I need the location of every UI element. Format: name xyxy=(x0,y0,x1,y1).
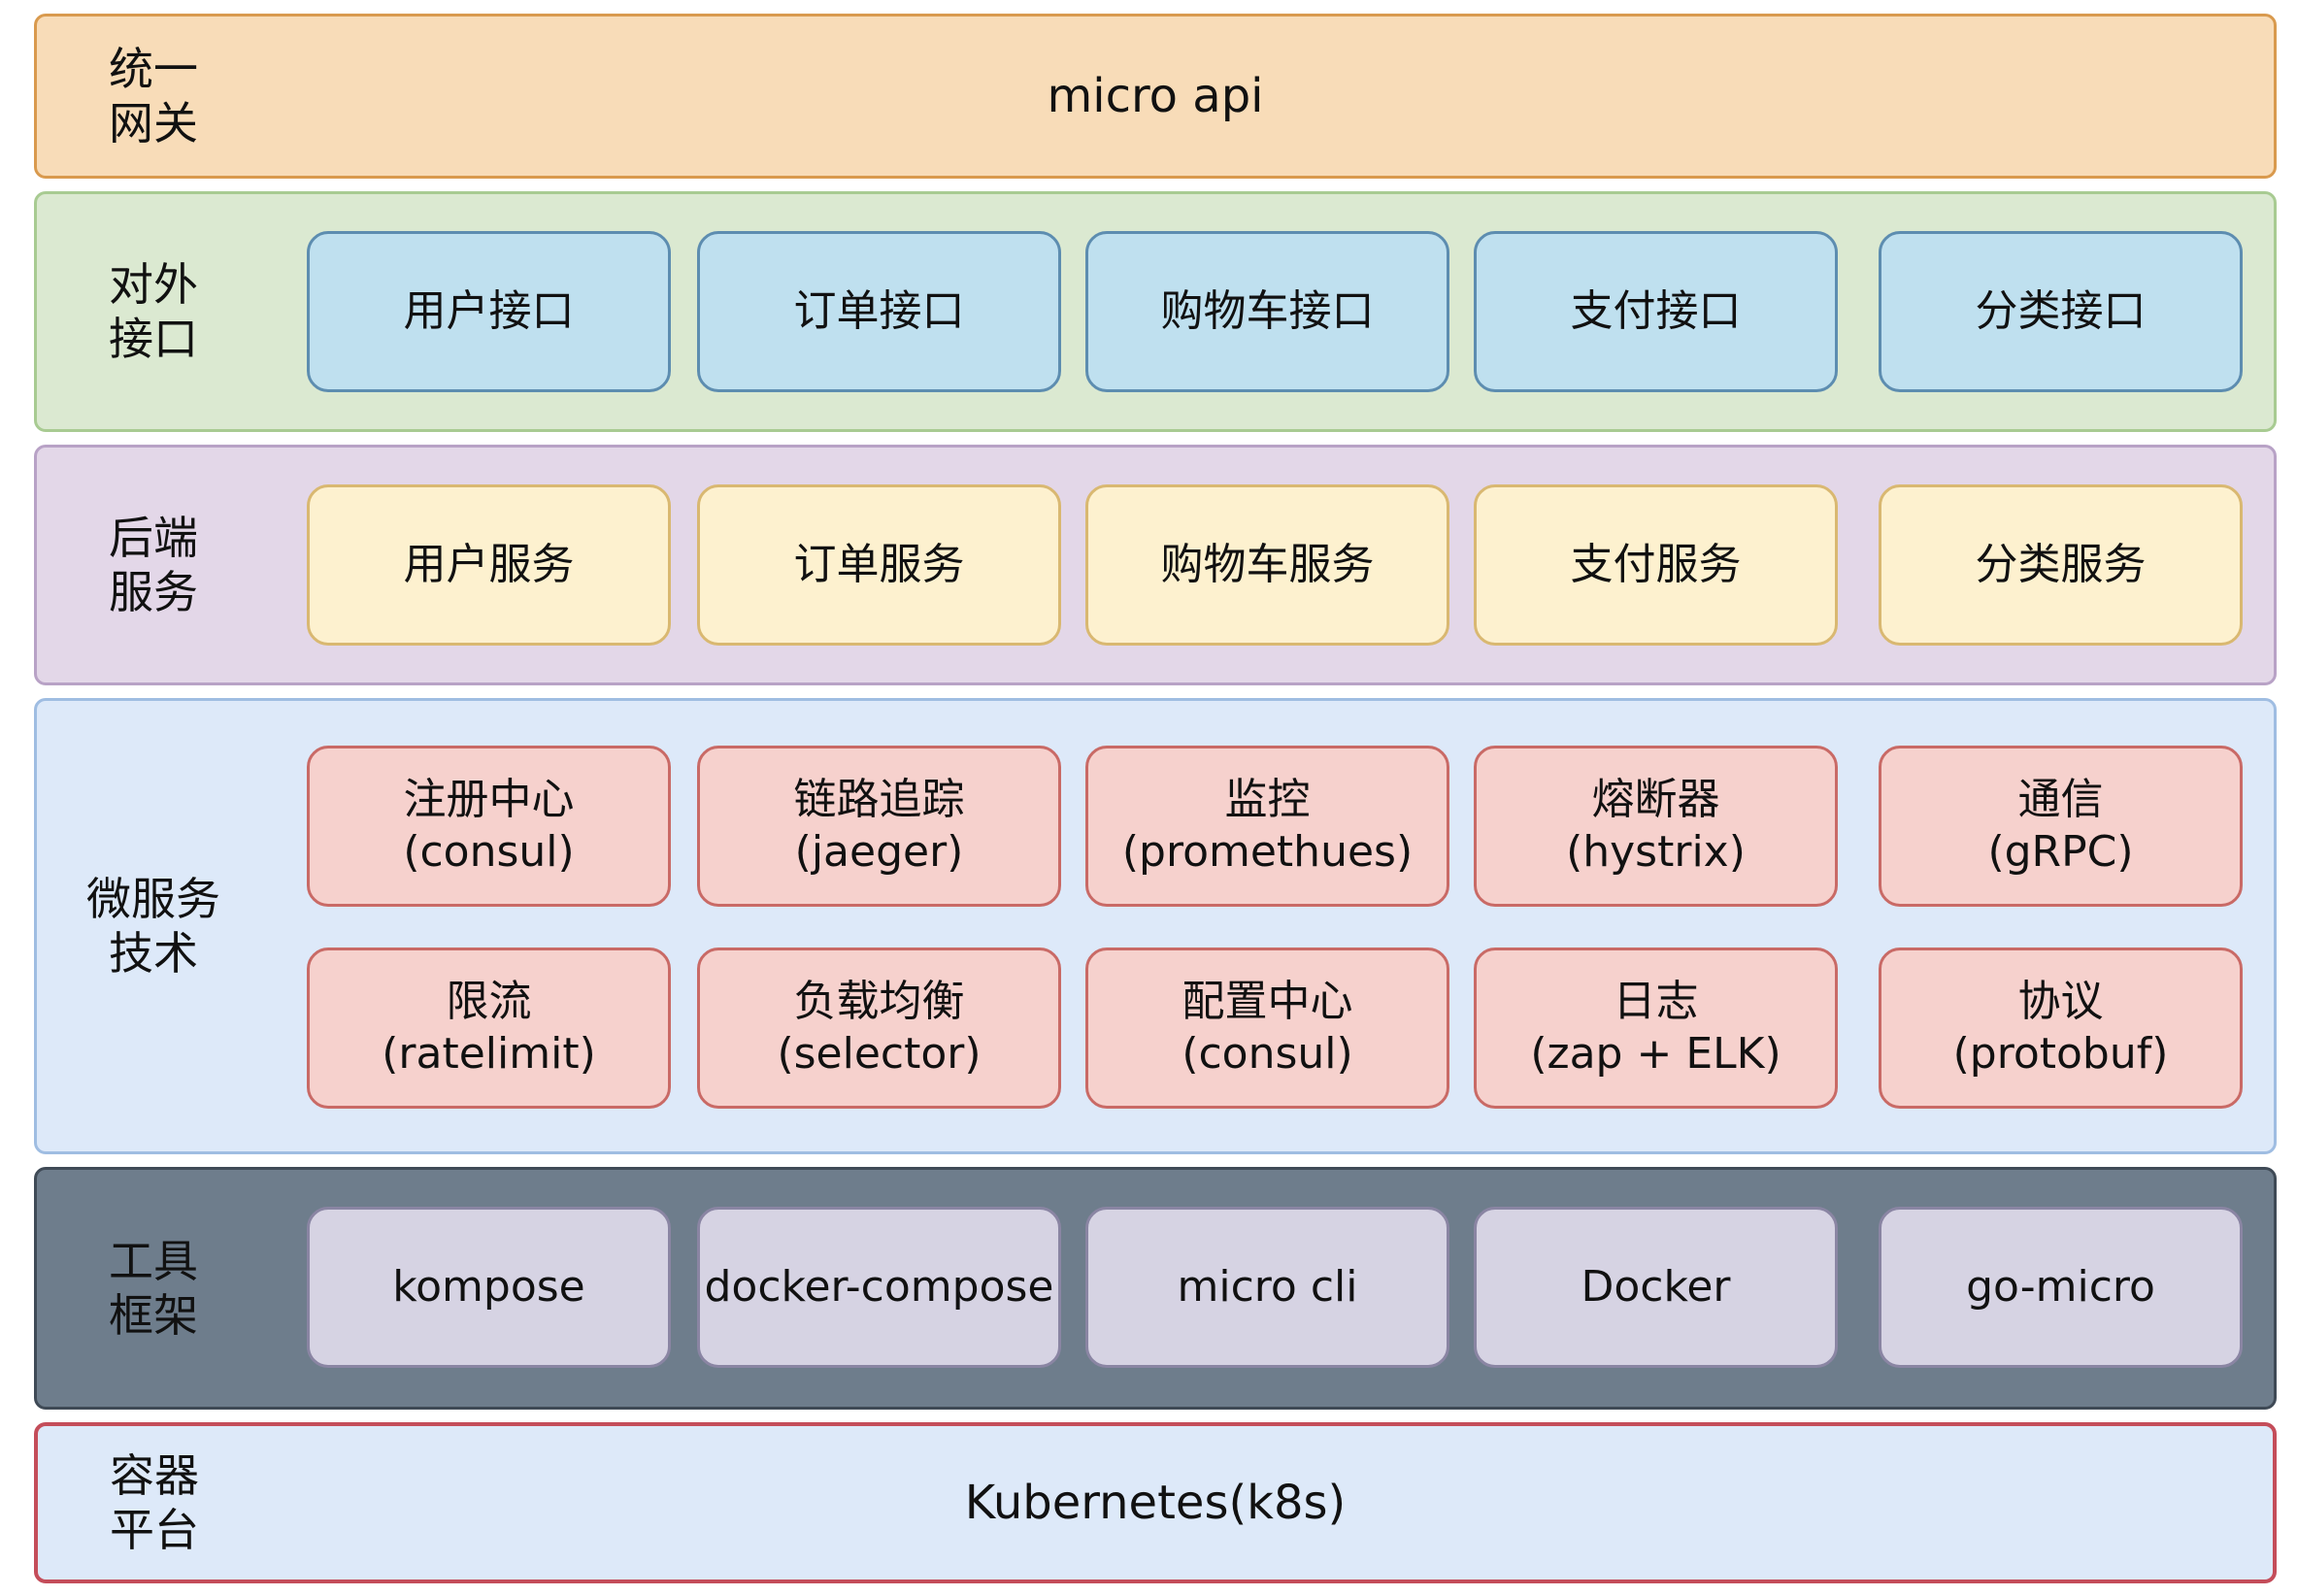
api-box-cart: 购物车接口 xyxy=(1085,231,1449,392)
tool-box-docker: Docker xyxy=(1474,1207,1838,1368)
container-kubernetes: Kubernetes(k8s) xyxy=(964,1476,1347,1530)
layer-label-gateway: 统一 网关 xyxy=(109,43,198,150)
tool-box-docker-compose: docker-compose xyxy=(697,1207,1061,1368)
service-box-cart: 购物车服务 xyxy=(1085,484,1449,646)
layer-tools-frameworks: 工具 框架 kompose docker-compose micro cli D… xyxy=(34,1167,2277,1410)
api-box-category: 分类接口 xyxy=(1879,231,2243,392)
gateway-micro-api: micro api xyxy=(1047,69,1264,123)
layer-container-platform: 容器 平台 Kubernetes(k8s) xyxy=(34,1422,2277,1583)
service-box-order: 订单服务 xyxy=(697,484,1061,646)
tech-box-logging: 日志 (zap + ELK) xyxy=(1474,948,1838,1109)
service-box-payment: 支付服务 xyxy=(1474,484,1838,646)
api-box-order: 订单接口 xyxy=(697,231,1061,392)
layer-external-interfaces: 对外 接口 用户接口 订单接口 购物车接口 支付接口 分类接口 xyxy=(34,191,2277,432)
tech-box-load-balance: 负载均衡 (selector) xyxy=(697,948,1061,1109)
tech-box-registry: 注册中心 (consul) xyxy=(307,746,671,907)
tech-box-circuit-breaker: 熔断器 (hystrix) xyxy=(1474,746,1838,907)
tech-box-protocol: 协议 (protobuf) xyxy=(1879,948,2243,1109)
service-box-category: 分类服务 xyxy=(1879,484,2243,646)
layer-label-backend: 后端 服务 xyxy=(109,512,198,618)
layer-label-tools: 工具 框架 xyxy=(109,1235,198,1342)
layer-microservice-tech: 微服务 技术 注册中心 (consul) 链路追踪 (jaeger) 监控 (p… xyxy=(34,698,2277,1154)
tech-box-monitoring: 监控 (promethues) xyxy=(1085,746,1449,907)
layer-label-container: 容器 平台 xyxy=(110,1449,199,1556)
layer-gateway: 统一 网关 micro api xyxy=(34,14,2277,179)
tech-box-communication: 通信 (gRPC) xyxy=(1879,746,2243,907)
tool-box-go-micro: go-micro xyxy=(1879,1207,2243,1368)
layer-label-micro: 微服务 技术 xyxy=(86,873,220,980)
tech-box-tracing: 链路追踪 (jaeger) xyxy=(697,746,1061,907)
tech-box-rate-limit: 限流 (ratelimit) xyxy=(307,948,671,1109)
tool-box-kompose: kompose xyxy=(307,1207,671,1368)
service-box-user: 用户服务 xyxy=(307,484,671,646)
api-box-payment: 支付接口 xyxy=(1474,231,1838,392)
api-box-user: 用户接口 xyxy=(307,231,671,392)
tech-box-config-center: 配置中心 (consul) xyxy=(1085,948,1449,1109)
layer-backend-services: 后端 服务 用户服务 订单服务 购物车服务 支付服务 分类服务 xyxy=(34,445,2277,685)
tool-box-micro-cli: micro cli xyxy=(1085,1207,1449,1368)
layer-label-external: 对外 接口 xyxy=(109,258,198,365)
